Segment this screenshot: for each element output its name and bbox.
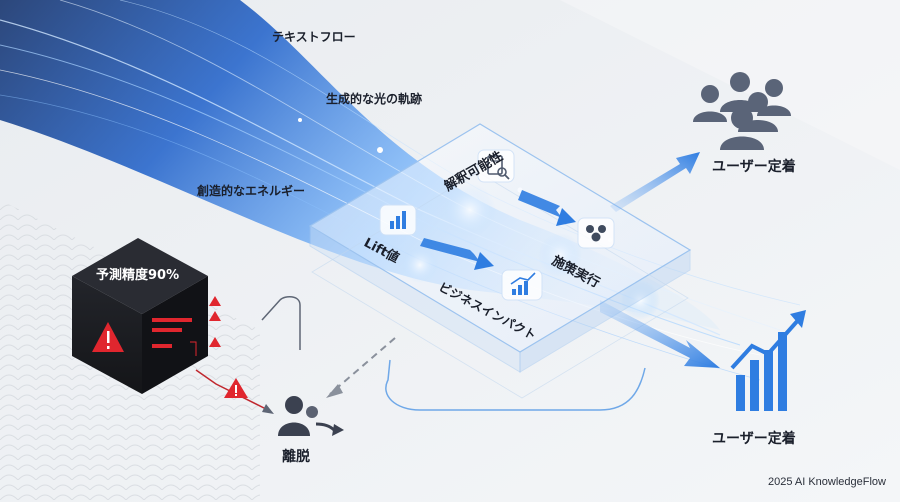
person-leaving-icon (278, 396, 344, 436)
flow-line-blue (385, 359, 646, 411)
label-generative-light: 生成的な光の軌跡 (326, 92, 423, 106)
dashed-arrowhead (326, 384, 343, 398)
label-churn: 離脱 (282, 449, 310, 465)
arrow-to-user-retention-top (610, 152, 700, 212)
red-arrowhead (262, 404, 274, 414)
growth-bars-icon (730, 310, 806, 411)
flow-line-red (195, 369, 269, 411)
warning-icon (209, 296, 221, 347)
user-group-icon (693, 72, 791, 150)
dashed-return-line (329, 337, 396, 395)
label-user-retention-bottom: ユーザー定着 (712, 431, 796, 447)
prediction-box (72, 238, 221, 394)
label-user-retention-top: ユーザー定着 (712, 159, 796, 175)
label-prediction-accuracy: 予測精度90% (96, 268, 180, 283)
label-text-flow: テキストフロー (272, 30, 356, 44)
document-search-icon (477, 149, 515, 183)
bar-chart-icon (379, 204, 417, 236)
arrow-to-user-retention-bottom (600, 300, 720, 368)
footer-credit: 2025 AI KnowledgeFlow (767, 476, 886, 488)
warning-icon (92, 322, 124, 352)
arrow-interp-to-action (518, 190, 562, 218)
flow-line-gray (261, 295, 301, 350)
people-group-icon (577, 217, 615, 249)
arrowhead-interp-to-action (556, 208, 576, 226)
rising-chart-icon (501, 269, 543, 301)
arrow-lift-to-impact (420, 238, 480, 262)
label-creative-energy: 創造的なエネルギー (197, 184, 306, 198)
light-plane (0, 0, 900, 170)
warning-icon (224, 378, 248, 398)
arrowhead-lift-to-impact (474, 252, 494, 270)
